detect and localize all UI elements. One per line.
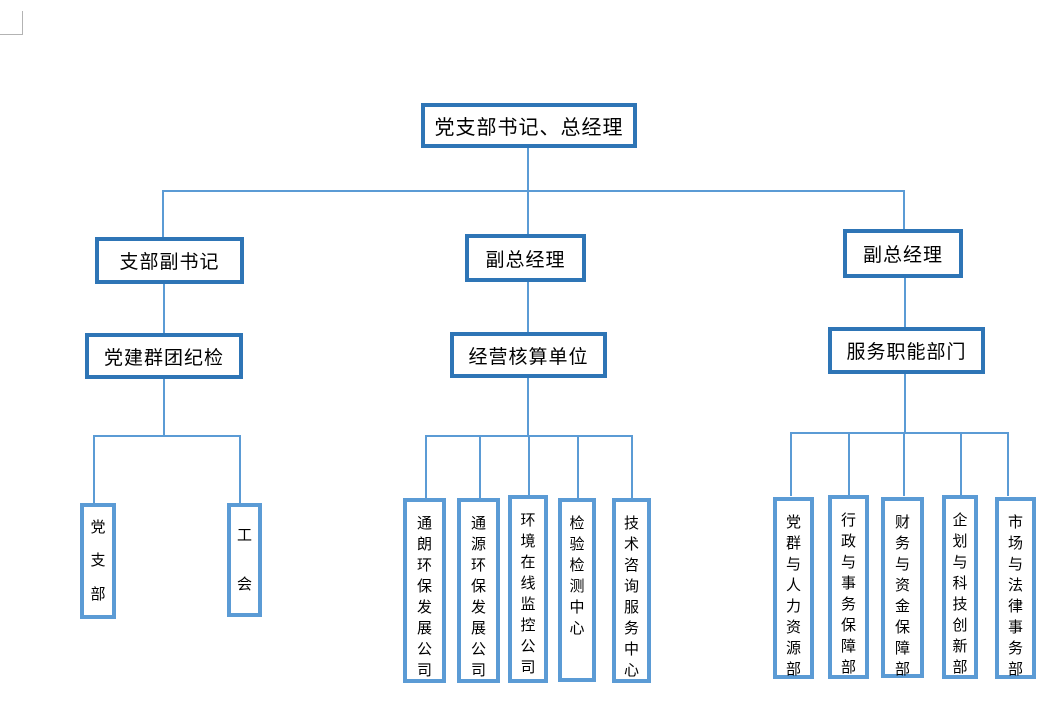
org-node-division-1: 党建群团纪检 (85, 333, 243, 379)
connector-branch2-low (527, 378, 529, 436)
org-node-division-1-label: 党建群团纪检 (103, 346, 224, 369)
connector-branch3-mid (904, 278, 906, 328)
org-node-manager-1-label: 支部副书记 (119, 251, 220, 273)
connector-root-drop (527, 148, 529, 191)
org-node-unit-label: 通朗环保发展公司 (416, 514, 432, 679)
org-node-unit-label: 党群与人力资源部 (785, 513, 801, 678)
connector-branch3-unit4-drop (960, 432, 962, 496)
connector-branch1-low (163, 379, 165, 436)
connector-branch3-horizontal (790, 432, 1009, 434)
org-node-manager-1: 支部副书记 (95, 237, 244, 284)
org-node-unit-label: 企划与科技创新部 (952, 511, 968, 676)
org-node-unit-labor-union: 工会 (227, 503, 262, 617)
connector-branch2-unit5-drop (631, 435, 633, 498)
org-node-unit-inspection-center: 检验检测中心 (558, 498, 596, 682)
org-node-division-3: 服务职能部门 (828, 327, 985, 374)
org-node-unit-label: 工会 (236, 526, 252, 593)
org-node-unit-party-branch: 党支部 (80, 503, 116, 619)
org-node-unit-label: 检验检测中心 (569, 514, 585, 637)
connector-drop-mid (527, 190, 529, 234)
org-node-manager-2: 副总经理 (465, 234, 586, 282)
connector-branch3-unit2-drop (848, 432, 850, 496)
org-node-unit-finance-dept: 财务与资金保障部 (881, 497, 924, 678)
org-node-unit-label: 技术咨询服务中心 (623, 514, 639, 679)
org-node-unit-label: 市场与法律事务部 (1007, 513, 1023, 678)
org-node-unit-label: 党支部 (90, 518, 106, 603)
connector-branch2-unit2-drop (479, 435, 481, 498)
org-node-unit-tongyuan: 通源环保发展公司 (457, 498, 500, 683)
org-node-unit-label: 财务与资金保障部 (894, 513, 910, 678)
org-node-manager-3-label: 副总经理 (862, 244, 943, 266)
page-margin-mark-horizontal (0, 34, 23, 35)
connector-branch3-unit5-drop (1007, 432, 1009, 496)
org-node-unit-tonglang: 通朗环保发展公司 (403, 498, 446, 683)
connector-branch1-horizontal (93, 435, 241, 437)
org-node-unit-consulting-center: 技术咨询服务中心 (612, 498, 651, 683)
org-node-unit-label: 通源环保发展公司 (470, 514, 486, 679)
org-node-unit-online-monitoring: 环境在线监控公司 (508, 495, 548, 683)
connector-branch3-unit3-drop (903, 432, 905, 496)
connector-branch2-mid (527, 282, 529, 332)
org-node-division-3-label: 服务职能部门 (846, 341, 967, 363)
org-node-root: 党支部书记、总经理 (421, 103, 637, 148)
connector-branch1-unit1-drop (93, 435, 95, 503)
connector-branch2-unit4-drop (577, 435, 579, 498)
connector-drop-right (903, 190, 905, 230)
org-node-unit-label: 环境在线监控公司 (520, 511, 536, 676)
connector-branch2-unit1-drop (425, 435, 427, 498)
org-node-manager-3: 副总经理 (843, 229, 963, 278)
connector-top-horizontal (162, 190, 904, 192)
org-node-division-2-label: 经营核算单位 (468, 345, 589, 368)
connector-branch3-unit1-drop (790, 432, 792, 496)
org-node-unit-legal-dept: 市场与法律事务部 (995, 497, 1036, 679)
org-node-unit-planning-dept: 企划与科技创新部 (942, 495, 978, 679)
org-node-division-2: 经营核算单位 (450, 332, 607, 378)
org-node-unit-label: 行政与事务保障部 (840, 511, 856, 676)
connector-branch1-mid (163, 284, 165, 333)
connector-branch1-unit2-drop (239, 435, 241, 503)
org-node-manager-2-label: 副总经理 (485, 248, 566, 271)
org-node-unit-hr-dept: 党群与人力资源部 (773, 497, 814, 679)
connector-drop-left (162, 190, 164, 237)
page-margin-mark-vertical (22, 11, 23, 35)
connector-branch2-unit3-drop (528, 435, 530, 498)
org-node-root-label: 党支部书记、总经理 (434, 115, 624, 139)
connector-branch3-low (904, 374, 906, 433)
org-node-unit-admin-dept: 行政与事务保障部 (828, 495, 869, 679)
